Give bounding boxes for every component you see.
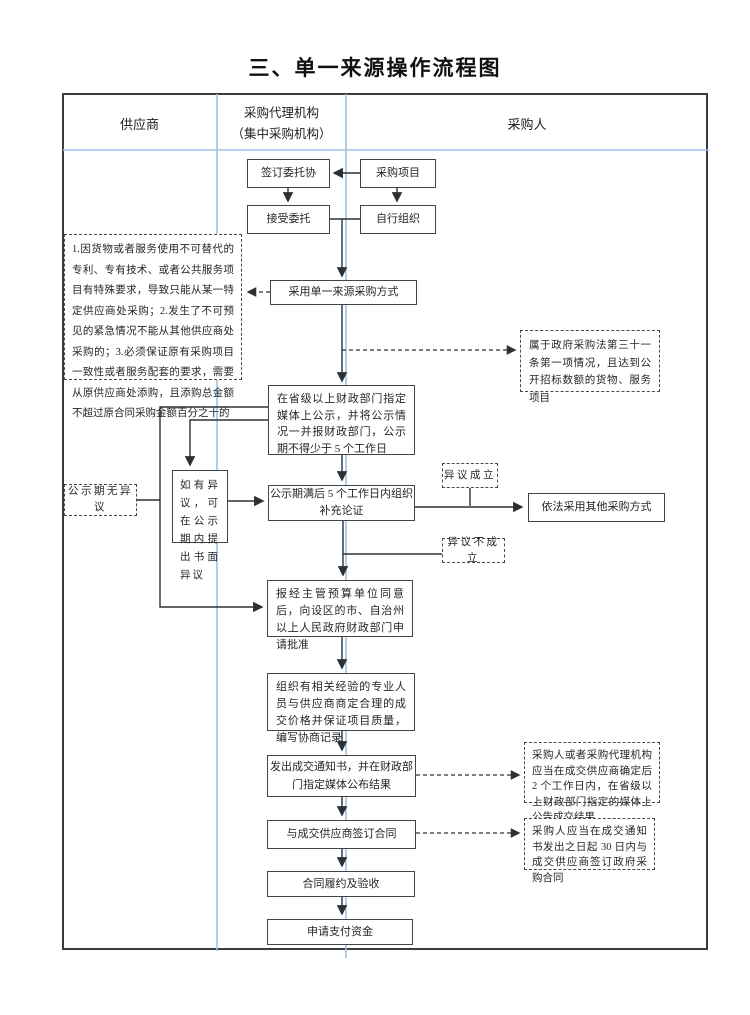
node-negotiate-price: 组织有相关经验的专业人员与供应商商定合理的成交价格并保证项目质量，编写协商记录: [267, 673, 415, 744]
condition-2: 2.发生了不可预见的紧急情况不能从其他供应商处采购的；: [72, 305, 235, 358]
node-self-organize: 自行组织: [360, 205, 436, 234]
node-award-notice: 发出成交通知书，并在财政部门指定媒体公布结果: [267, 755, 416, 797]
label-objection-invalid: 异议不成立: [442, 537, 505, 564]
node-request-payment: 申请支付资金: [267, 919, 413, 945]
label-no-objection: 公示期无异议: [64, 484, 137, 516]
node-sign-contract: 与成交供应商签订合同: [267, 820, 416, 849]
node-contract-acceptance: 合同履约及验收: [267, 871, 415, 897]
note-law-article-31: 属于政府采购法第三十一条第一项情况，且达到公开招标数额的货物、服务项目: [520, 330, 660, 404]
note-single-source-conditions: 1.因货物或者服务使用不可替代的专利、专有技术、或者公共服务项目有特殊要求，导致…: [64, 234, 242, 419]
node-other-method: 依法采用其他采购方式: [528, 493, 665, 522]
lane-header-supplier: 供应商: [119, 117, 159, 132]
node-publicize: 在省级以上财政部门指定媒体上公示，并将公示情况一并报财政部门，公示期不得少于 5…: [268, 385, 415, 455]
node-accept-entrustment: 接受委托: [247, 205, 330, 234]
condition-3: 3.必须保证原有采购项目一致性或者服务配套的要求，需要从原供应商处添购，且添购总…: [72, 346, 235, 420]
node-sign-agreement: 签订委托协: [247, 159, 330, 188]
node-if-objection: 如有异议，可在公示期内提出书面异议: [172, 470, 228, 581]
note-contract-30days: 采购人应当在成交通知书发出之日起 30 日内与成交供应商签订政府采购合同: [524, 818, 655, 884]
label-objection-valid: 异议成立: [442, 463, 498, 488]
lane-header-agency-line2: （集中采购机构）: [231, 127, 332, 141]
node-supplement-review: 公示期满后 5 个工作日内组织补充论证: [268, 485, 415, 521]
node-procurement-project: 采购项目: [360, 159, 436, 188]
lane-header-agency-line1: 采购代理机构: [243, 106, 319, 120]
page-title: 三、单一来源操作流程图: [248, 56, 502, 80]
node-adopt-single-source: 采用单一来源采购方式: [270, 280, 417, 305]
lane-header-agency: 采购代理机构 （集中采购机构）: [217, 103, 346, 145]
note-announce-result: 采购人或者采购代理机构应当在成交供应商确定后 2 个工作日内，在省级以上财政部门…: [524, 742, 660, 823]
condition-1: 1.因货物或者服务使用不可替代的专利、专有技术、或者公共服务项目有特殊要求，导致…: [72, 244, 234, 317]
lane-header-purchaser: 采购人: [507, 117, 547, 132]
node-apply-approval: 报经主管预算单位同意后，向设区的市、自治州以上人民政府财政部门申请批准: [267, 580, 413, 651]
